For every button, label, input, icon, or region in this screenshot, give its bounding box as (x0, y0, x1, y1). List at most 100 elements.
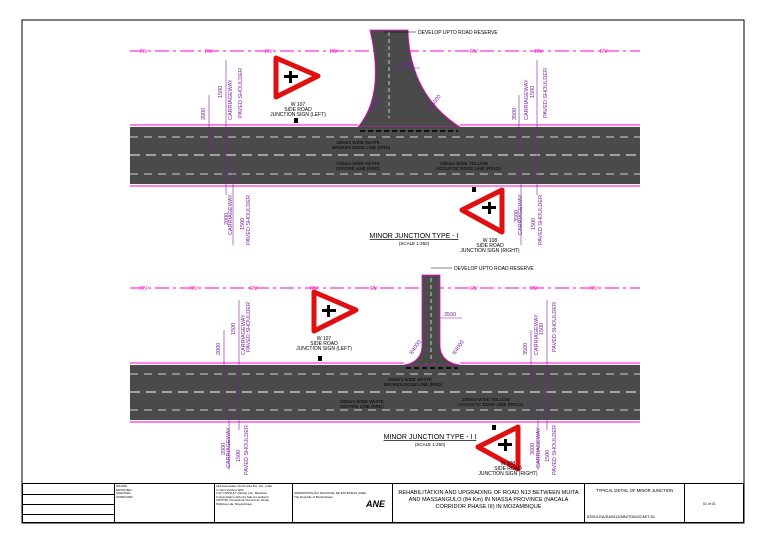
consultant-line: CIP/TOP, Consultoria Técnica de Obras (216, 498, 269, 503)
section-scale: (SCALE 1:250) (415, 442, 446, 447)
annotation: 200mm WIDE YELLOW (462, 397, 511, 402)
sign-text: SIDE ROAD (284, 107, 312, 113)
dimension-lines (208, 60, 538, 245)
section-scale: (SCALE 1:250) (399, 241, 430, 246)
consultant-line: LUX CONSULT (Africa) Ltd., Mauritius (216, 491, 267, 496)
consultant-line: In Joint Venture With (216, 487, 244, 492)
section-title: MINOR JUNCTION TYPE - I (370, 233, 459, 240)
consultant-line: Públicas Lda, Moçambique (216, 501, 253, 506)
sign-text: JUNCTION SIGN (RIGHT) (478, 471, 537, 477)
sign-text: SIDE ROAD (494, 466, 522, 472)
dim-text: 3500 (512, 108, 518, 120)
rev-label: DESIGNED (116, 487, 132, 492)
project-title: REHABILITATION AND UPGRADING OF ROAD N13… (398, 490, 579, 510)
sign-text: JUNCTION SIGN (LEFT) (296, 346, 352, 352)
dim-text: 1500 (530, 86, 536, 98)
rev-label: APPROVED (116, 494, 133, 499)
consultant-line: LEA Associates South Asia Pvt. Ltd., Ind… (216, 484, 272, 488)
dim-text: CARRIAGEWAY (228, 79, 234, 120)
sheet-number: 01 of 01 (703, 502, 716, 506)
reserve-label: RV (140, 49, 148, 55)
client-name: ADMINISTRAÇÃO NACIONAL DE ESTRADAS (ANE) (294, 491, 367, 495)
reserve-labels: RV RV RV RV RV RV RV (140, 49, 608, 55)
consultant-block: LEA Associates South Asia Pvt. Ltd., Ind… (215, 484, 293, 522)
dim-text: CARRIAGEWAY (518, 194, 524, 235)
sign-code: W 107 (291, 102, 306, 108)
dim-text: 3500 (514, 210, 520, 222)
dim-text: PAVED SHOULDER (552, 302, 558, 352)
dimension-texts: 2000 1500 CARRIAGEWAY PAVED SHOULDER 350… (216, 302, 558, 475)
reserve-label: RV (330, 49, 338, 55)
dim-text: 3500 (523, 343, 529, 355)
annotation: 100mm WIDE WHITE (340, 399, 384, 404)
sign-code: W 107 (317, 336, 332, 342)
dim-text: 1500 (539, 323, 545, 335)
reserve-label: RV (370, 286, 378, 292)
reserve-label: RV (250, 286, 258, 292)
main-road (130, 127, 640, 184)
consultant-line: In Association with (As Sub-Consultant) (216, 494, 269, 499)
sign-w107: W 107 SIDE ROAD JUNCTION SIGN (LEFT) (296, 289, 359, 361)
dim-text: PAVED SHOULDER (543, 68, 549, 118)
dim-text: R4000 (452, 339, 466, 356)
annotation: 200mm WIDE YELLOW (440, 161, 489, 166)
dim-text: PAVED SHOULDER (552, 425, 558, 475)
dim-text: CARRIAGEWAY (534, 314, 540, 355)
dim-text: CARRIAGEWAY (241, 314, 247, 355)
client-country: The Republic of Mozambique (294, 494, 334, 499)
dim-text: CARRIAGEWAY (524, 79, 530, 120)
dim-text: PAVED SHOULDER (246, 195, 252, 245)
sign-text: JUNCTION SIGN (LEFT) (270, 112, 326, 118)
sign-code: W 108 (483, 238, 498, 244)
rev-label: CHECKED (116, 491, 131, 496)
reserve-labels: RV RV RV RV RV RV RV RV (140, 286, 598, 292)
dim-text: CARRIAGEWAY (226, 427, 232, 468)
reserve-label: RV (205, 49, 213, 55)
title-block: DRAWN DESIGNED CHECKED APPROVED LEA Asso… (22, 483, 744, 523)
reserve-label: RV (190, 286, 198, 292)
annotation: ACOUSTIC EDGE LINE (RRLD) (436, 166, 502, 171)
annotation: CENTRE LINE (RRD) (336, 166, 380, 171)
annotations: 150mm WIDE WHITE BROKEN EDGE LINE (RRD) … (332, 140, 502, 171)
drawing-title-block: TYPICAL DETAIL OF MINOR JUNCTION 8351/LE… (585, 484, 685, 522)
annotation: ACOUSTIC EDGE LINE (RRLD) (458, 402, 524, 407)
dim-text: CARRIAGEWAY (536, 427, 542, 468)
reserve-label: RV (535, 49, 543, 55)
sheet-border (21, 19, 745, 524)
annotation: BROKEN EDGE LINE (RRD) (384, 382, 443, 387)
junction-type-2: RV RV RV RV RV RV RV RV 2000 (130, 266, 640, 477)
sign-text: SIDE ROAD (310, 341, 338, 347)
sign-w107: W 107 SIDE ROAD JUNCTION SIGN (LEFT) (270, 55, 326, 123)
dim-text: 1500 (218, 86, 224, 98)
dim-text: PAVED SHOULDER (246, 302, 252, 352)
project-block: REHABILITATION AND UPGRADING OF ROAD N13… (393, 484, 585, 522)
reserve-label: RV (470, 49, 478, 55)
annotation: 100mm WIDE WHITE (336, 161, 380, 166)
dim-text: 1500 (236, 450, 242, 462)
dim-text: 2000 (221, 443, 227, 455)
reserve-label: RV (600, 49, 608, 55)
reserve-label: RV (265, 49, 273, 55)
reserve-label: RV (310, 286, 318, 292)
ane-logo: ANE (365, 499, 385, 510)
reserve-label: RV (470, 286, 478, 292)
sign-text: JUNCTION SIGN (RIGHT) (460, 248, 519, 254)
annotation: BROKEN EDGE LINE (RRD) (332, 145, 391, 150)
sign-text: SIDE ROAD (476, 243, 504, 249)
reserve-label: RV (530, 286, 538, 292)
dim-text: 3500 (444, 312, 456, 318)
dim-text: CARRIAGEWAY (228, 194, 234, 235)
develop-note: DEVELOP UPTO ROAD RESERVE (418, 30, 498, 36)
dim-text: 3500 (401, 62, 413, 68)
dim-text: PAVED SHOULDER (238, 68, 244, 118)
annotations: 150mm WIDE WHITE BROKEN EDGE LINE (RRD) … (340, 377, 524, 409)
reserve-label: RV (140, 286, 148, 292)
annotation: CENTRE LINE (RRD) (340, 404, 384, 409)
rev-label: DRAWN (116, 484, 128, 488)
drawing-number: 8351/LEA/SA/N13/MN/TDMJ/CM/T-01 (587, 514, 656, 519)
annotation: 150mm WIDE WHITE (336, 140, 380, 145)
section-title: MINOR JUNCTION TYPE - I I (384, 434, 477, 441)
annotation: 150mm WIDE WHITE (388, 377, 432, 382)
